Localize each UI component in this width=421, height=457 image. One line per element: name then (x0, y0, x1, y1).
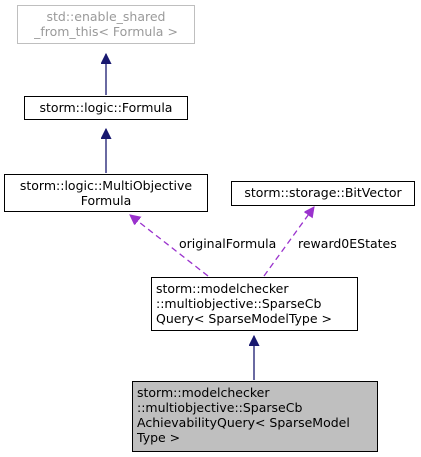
node-line: storm::modelchecker (137, 385, 270, 400)
node-line: storm::modelchecker (156, 281, 289, 296)
node-line: ::multiobjective::SparseCb (156, 296, 322, 311)
class-node-multiobjective-formula[interactable]: storm::logic::MultiObjective Formula (4, 174, 208, 212)
usage-edge-original-formula (130, 215, 209, 277)
node-line: storm::storage::BitVector (244, 185, 402, 200)
edge-label-reward0e-states: reward0EStates (298, 236, 397, 251)
usage-edge-reward0e-states (263, 207, 314, 277)
node-line: storm::logic::Formula (39, 100, 173, 115)
node-line: ::multiobjective::SparseCb (137, 400, 303, 415)
node-line: std::enable_shared (46, 9, 166, 24)
class-node-formula[interactable]: storm::logic::Formula (24, 96, 188, 120)
node-line: _from_this< Formula > (34, 24, 178, 39)
node-line: Type > (137, 430, 181, 445)
edge-label-original-formula: originalFormula (179, 236, 277, 251)
node-line: Formula (80, 193, 132, 208)
node-line: Query< SparseModelType > (156, 311, 332, 326)
node-line: storm::logic::MultiObjective (19, 178, 193, 193)
class-node-enable-shared-from-this[interactable]: std::enable_shared _from_this< Formula > (17, 5, 195, 44)
class-node-achievability-query[interactable]: storm::modelchecker ::multiobjective::Sp… (132, 381, 378, 452)
node-line: AchievabilityQuery< SparseModel (137, 415, 350, 430)
class-node-bitvector[interactable]: storm::storage::BitVector (231, 181, 415, 206)
class-node-sparse-cb-query[interactable]: storm::modelchecker ::multiobjective::Sp… (151, 277, 358, 331)
